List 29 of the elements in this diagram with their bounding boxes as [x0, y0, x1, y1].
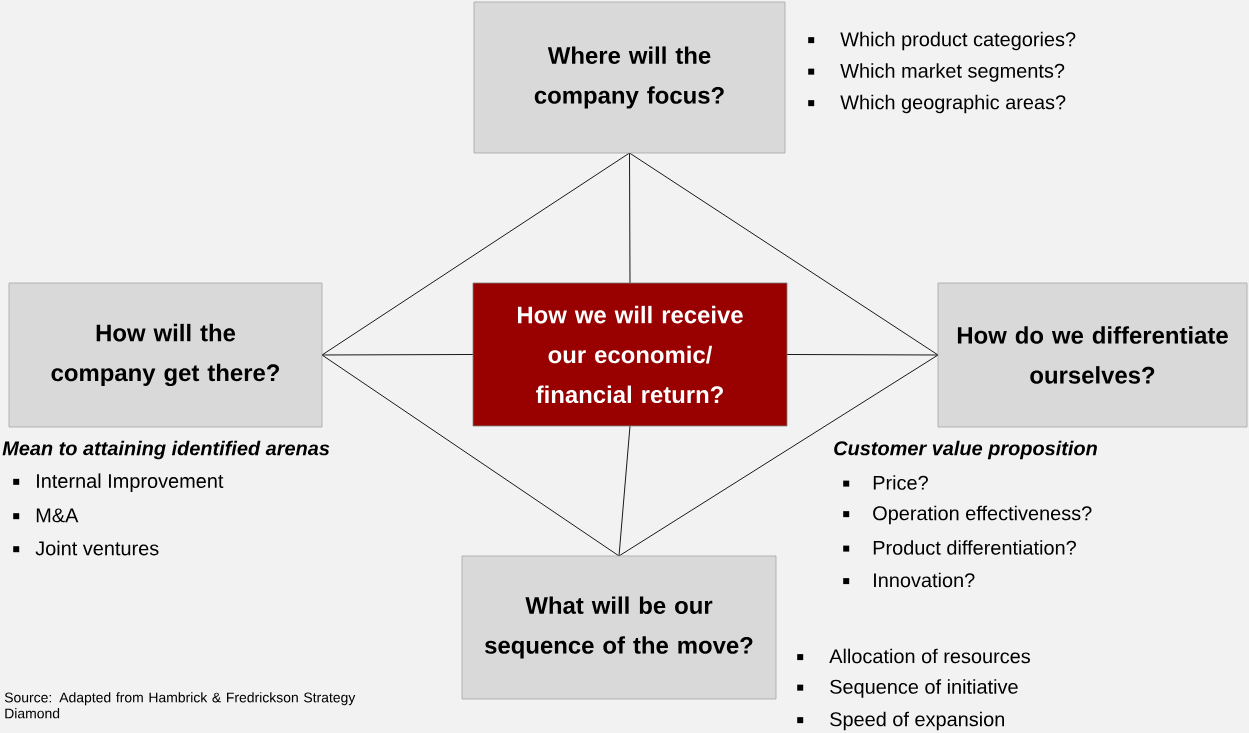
- connector-line: [321, 354, 620, 557]
- connector-line: [321, 152, 630, 356]
- question-box: How do we differentiate ourselves?: [937, 282, 1248, 428]
- connector-line: [629, 152, 939, 356]
- bullet-item: Price?: [843, 475, 928, 490]
- highlight-box: How we will receive our economic/ financial return?: [472, 282, 788, 427]
- bullet-item: Sequence of initiative: [797, 679, 1018, 698]
- question-box: Where will the company focus?: [473, 1, 786, 154]
- connector-line: [321, 354, 474, 356]
- bullet-item: Operation effectiveness?: [843, 505, 1092, 525]
- connector-line: [629, 152, 631, 284]
- connector-line: [618, 425, 631, 557]
- question-box: What will be our sequence of the move?: [461, 555, 777, 700]
- connector-line: [786, 354, 939, 356]
- bullet-item: Which market segments?: [808, 63, 1065, 82]
- question-box: How will the company get there?: [8, 282, 323, 428]
- bullet-item: Innovation?: [843, 572, 975, 588]
- note-heading: Mean to attaining identified arenas: [2, 440, 330, 460]
- bullet-item: Speed of expansion: [797, 711, 1004, 731]
- source-note: Source: Adapted from Hambrick & Fredrickson Strategy Diamond: [4, 692, 356, 719]
- bullet-item: M&A: [13, 508, 79, 523]
- note-heading: Customer value proposition: [834, 440, 1097, 460]
- bullet-item: Product differentiation?: [843, 540, 1076, 555]
- bullet-item: Allocation of resources: [797, 648, 1030, 664]
- connector-line: [618, 354, 939, 557]
- bullet-item: Which product categories?: [808, 31, 1076, 51]
- bullet-item: Joint ventures: [13, 540, 159, 556]
- bullet-item: Which geographic areas?: [808, 94, 1066, 114]
- bullet-item: Internal Improvement: [13, 473, 224, 492]
